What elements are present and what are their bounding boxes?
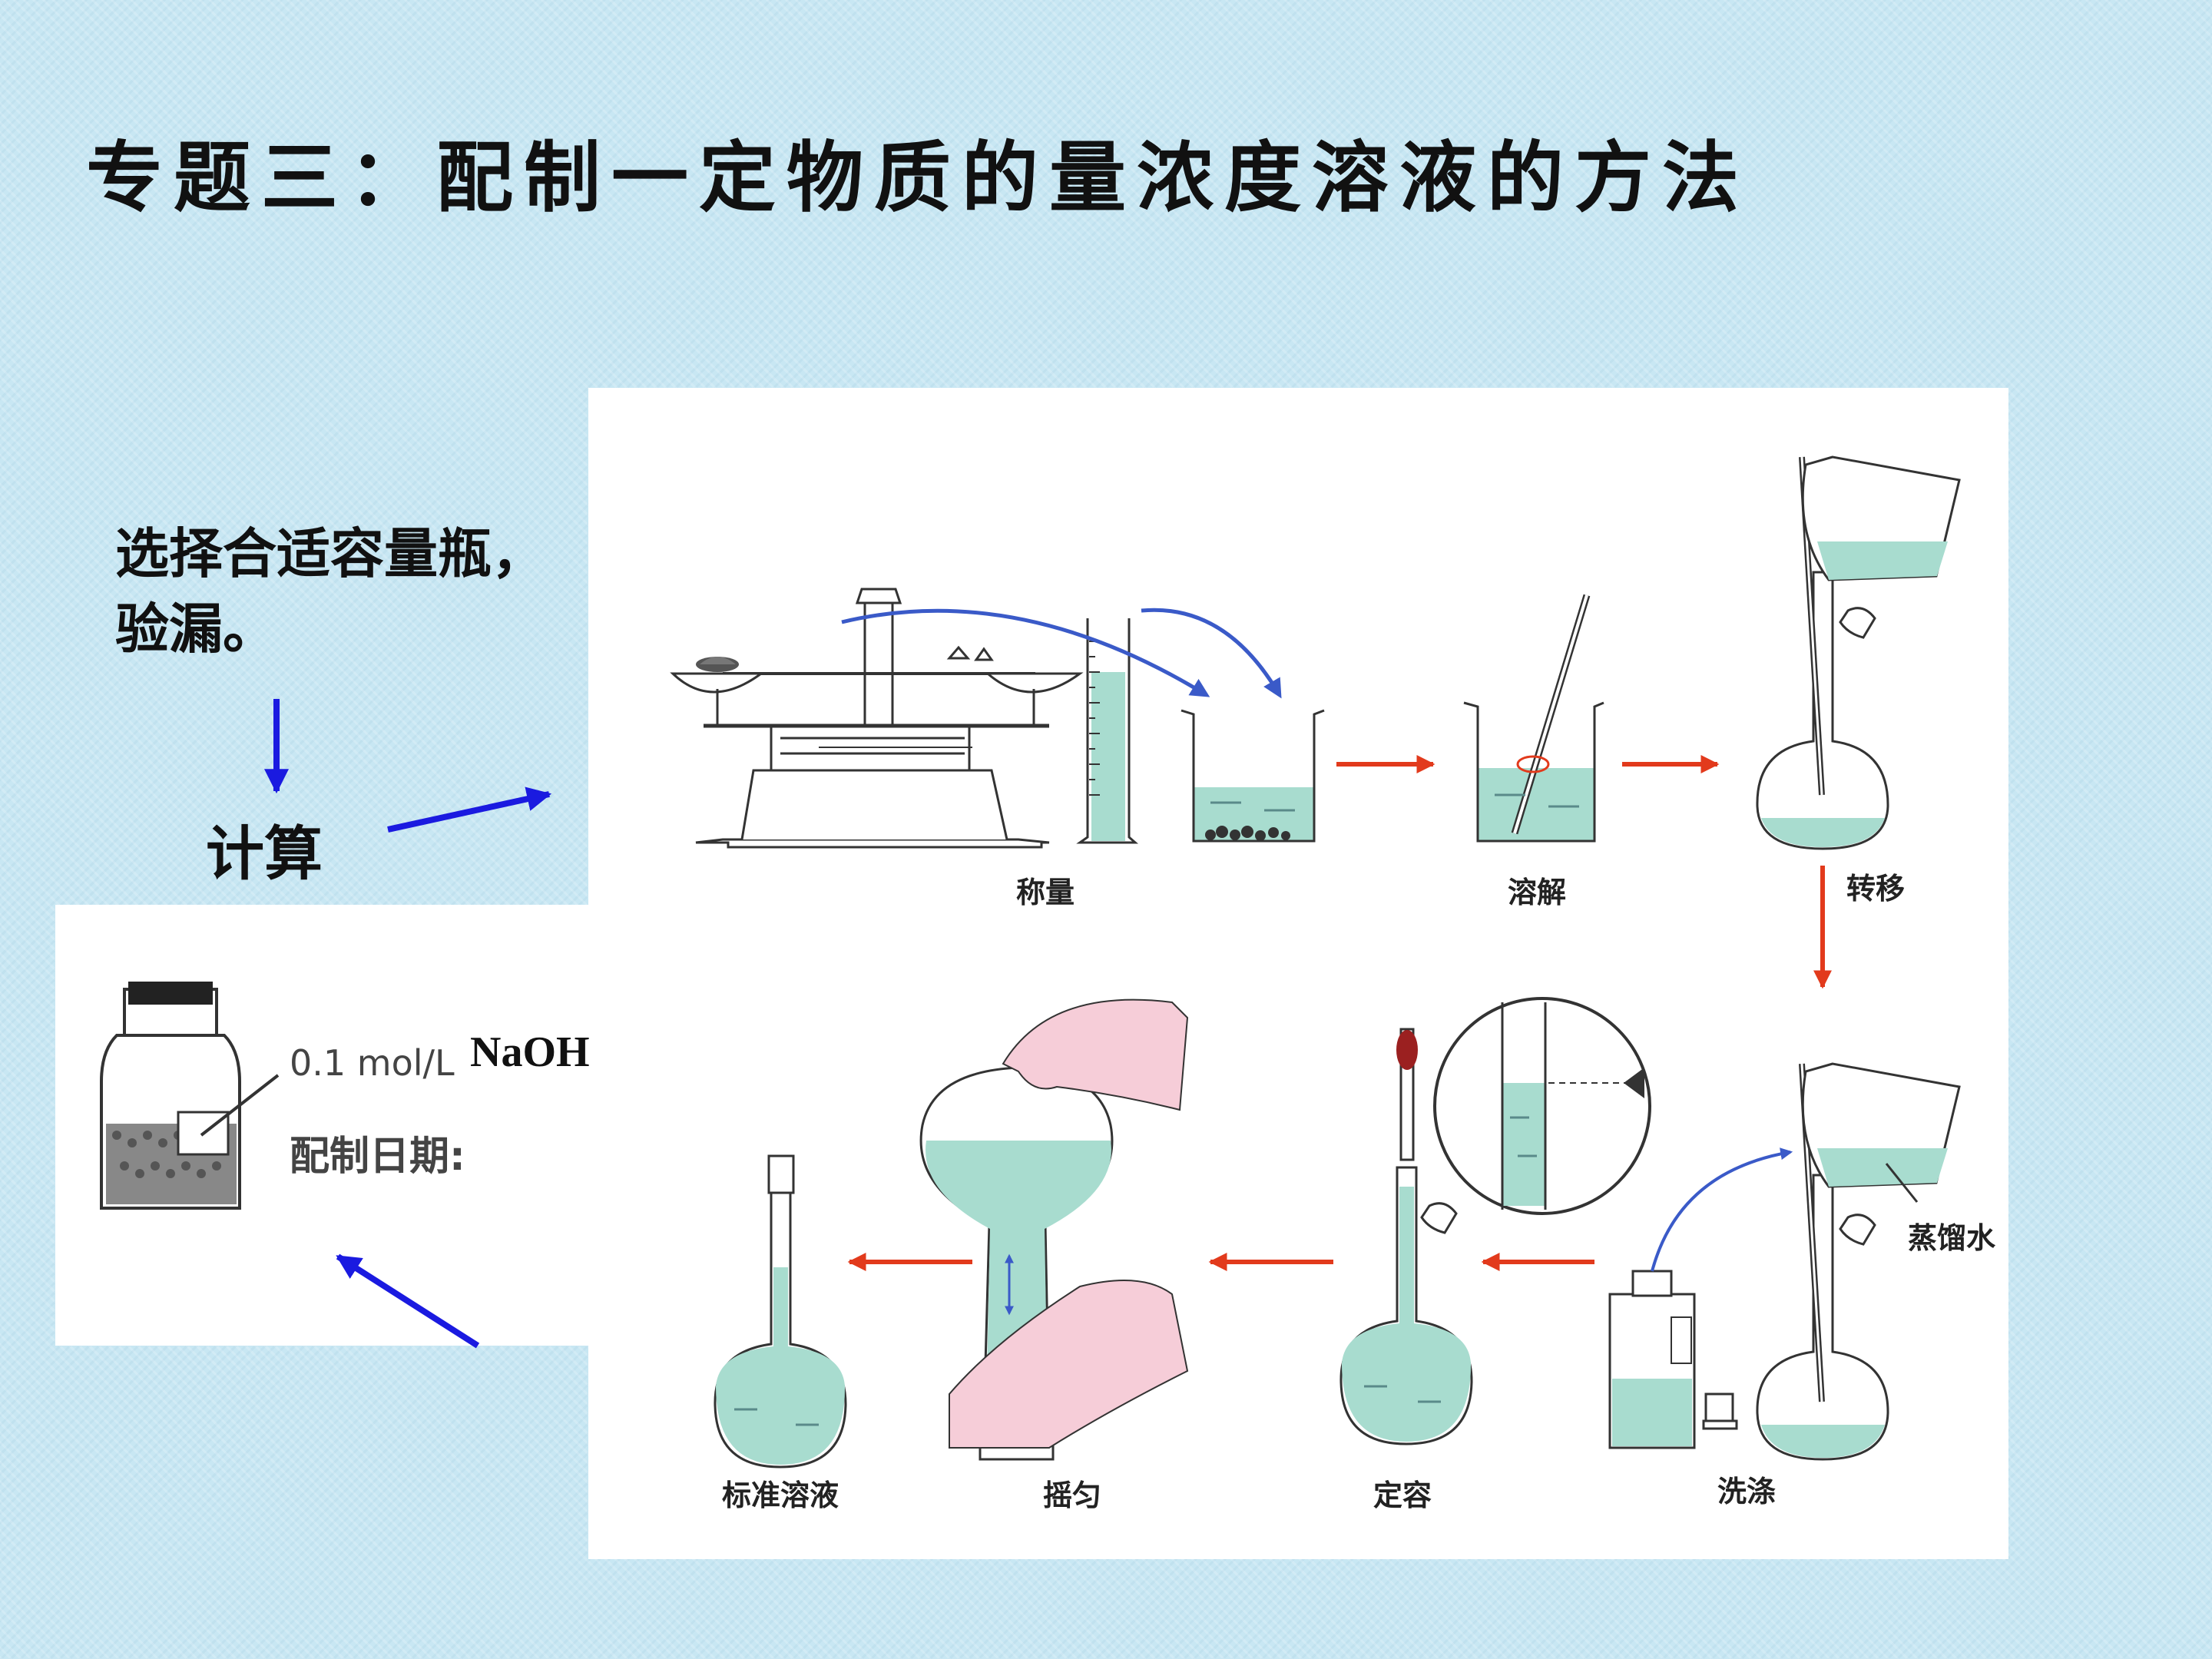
fix-volume-flask-icon <box>1339 1028 1473 1445</box>
transfer-curve-1 <box>841 608 1210 697</box>
standard-solution-flask-icon <box>714 1154 847 1469</box>
procedure-diagram: 称量 溶解 转移 蒸馏水 洗涤 定容 摇匀 标准溶液 <box>670 455 1996 1512</box>
step-label-dissolve: 溶解 <box>1508 876 1566 909</box>
diagram-panel: 称量 溶解 转移 蒸馏水 洗涤 定容 摇匀 标准溶液 <box>588 388 2008 1559</box>
wash-curve <box>1651 1147 1793 1272</box>
step-label-distilled-water: 蒸馏水 <box>1908 1221 1996 1255</box>
step-label-shake: 摇匀 <box>1043 1479 1101 1512</box>
step-label-weigh: 称量 <box>1016 876 1075 909</box>
washing-flask-icon <box>1756 1062 1961 1461</box>
blue-arrow-to-diagram <box>387 786 552 833</box>
slide-title: 专题三：配制一定物质的量浓度溶液的方法 <box>86 132 1750 223</box>
intro-text: 选择合适容量瓶， 验漏。 <box>115 516 545 667</box>
beaker-stirring-icon <box>1463 594 1604 843</box>
label-panel: 0.1 mol/L NaOH 配制日期: <box>55 905 674 1346</box>
reagent-label-card: 0.1 mol/L NaOH 配制日期: <box>100 982 590 1210</box>
step-label-standard-solution: 标准溶液 <box>722 1479 839 1512</box>
calc-label: 计算 <box>206 820 323 888</box>
intro-line-2: 验漏。 <box>115 598 276 661</box>
step-label-fix-volume: 定容 <box>1373 1479 1432 1512</box>
reagent-bottle-icon <box>100 982 241 1210</box>
meniscus-zoom-icon <box>1433 997 1651 1215</box>
shaking-flask-icon <box>919 998 1189 1461</box>
wash-bottle-icon <box>1608 1270 1738 1449</box>
solute-text: NaOH <box>470 1028 590 1076</box>
balance-icon <box>670 588 1084 849</box>
label-pointer-line <box>200 1074 280 1137</box>
intro-line-1: 选择合适容量瓶， <box>115 522 545 585</box>
concentration-text: 0.1 mol/L <box>290 1042 455 1084</box>
transfer-curve-2 <box>1141 608 1282 699</box>
beaker-with-solid-icon <box>1181 709 1325 843</box>
graduated-cylinder-icon <box>1076 618 1138 844</box>
step-label-wash: 洗涤 <box>1717 1475 1776 1508</box>
step-label-transfer: 转移 <box>1846 872 1905 906</box>
transfer-flask-icon <box>1756 455 1961 850</box>
date-label-text: 配制日期: <box>290 1134 465 1180</box>
